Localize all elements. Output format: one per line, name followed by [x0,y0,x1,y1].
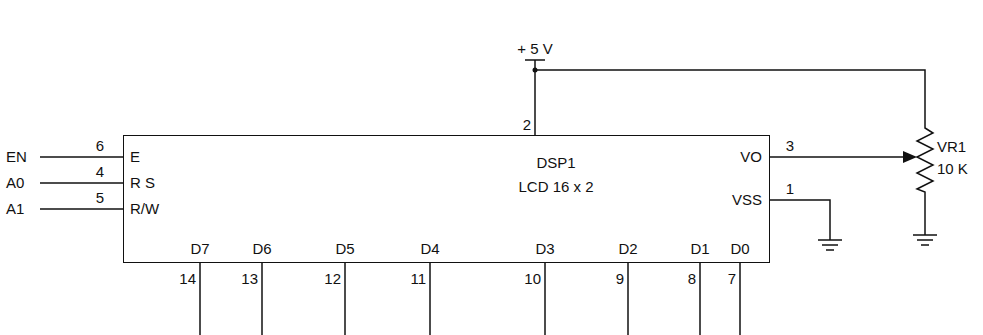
part-reference: DSP1 [536,154,575,171]
wire [917,120,933,200]
pin-name: D1 [690,240,709,257]
pin-number: 8 [688,270,696,287]
wire [429,263,431,335]
wire [627,263,629,335]
signal-name: EN [6,148,27,165]
wire [770,156,905,158]
wire [344,263,346,335]
signal-name: A1 [6,200,24,217]
pin-name: D2 [618,240,637,257]
wire [40,208,123,210]
pin-name: D3 [535,240,554,257]
ground-symbol [818,240,842,250]
wire [699,263,701,335]
pin-name: D5 [335,240,354,257]
wire [924,200,926,235]
pin-number: 1 [786,180,794,197]
pin-number: 3 [786,137,794,154]
part-reference: VR1 [937,138,966,155]
junction-dot [533,68,538,73]
wire [261,263,263,335]
pin-number: 9 [616,270,624,287]
wire [770,200,830,240]
pin-name: D7 [190,240,209,257]
pin-name: D4 [420,240,439,257]
pin-number: 2 [523,116,531,133]
pin-number: 6 [96,137,104,154]
pin-number: 12 [324,270,341,287]
signal-name: A0 [6,174,24,191]
wire [40,182,123,184]
wire [40,156,123,158]
pin-name: R/W [130,200,159,217]
pin-number: 5 [96,189,104,206]
pin-number: 11 [410,270,426,287]
supply-label: + 5 V [517,40,552,57]
pin-number: 14 [179,270,196,287]
pin-name: VSS [732,191,762,208]
pin-name: R S [130,174,155,191]
pin-number: 13 [241,270,258,287]
pin-name: VO [740,148,762,165]
ground-symbol [913,235,937,245]
lcd-module: DSP1LCD 16 x 2 [123,135,770,263]
pin-number: 10 [524,270,541,287]
pin-name: D6 [252,240,271,257]
wire [544,263,546,335]
wire [739,263,741,335]
part-value: LCD 16 x 2 [518,178,593,195]
pin-name: E [130,148,140,165]
wire [535,70,925,120]
wiper-arrow [903,151,917,163]
pin-name: D0 [730,240,749,257]
wire [199,263,201,335]
pin-number: 4 [96,163,104,180]
pin-number: 7 [728,270,736,287]
part-value: 10 K [937,160,968,177]
